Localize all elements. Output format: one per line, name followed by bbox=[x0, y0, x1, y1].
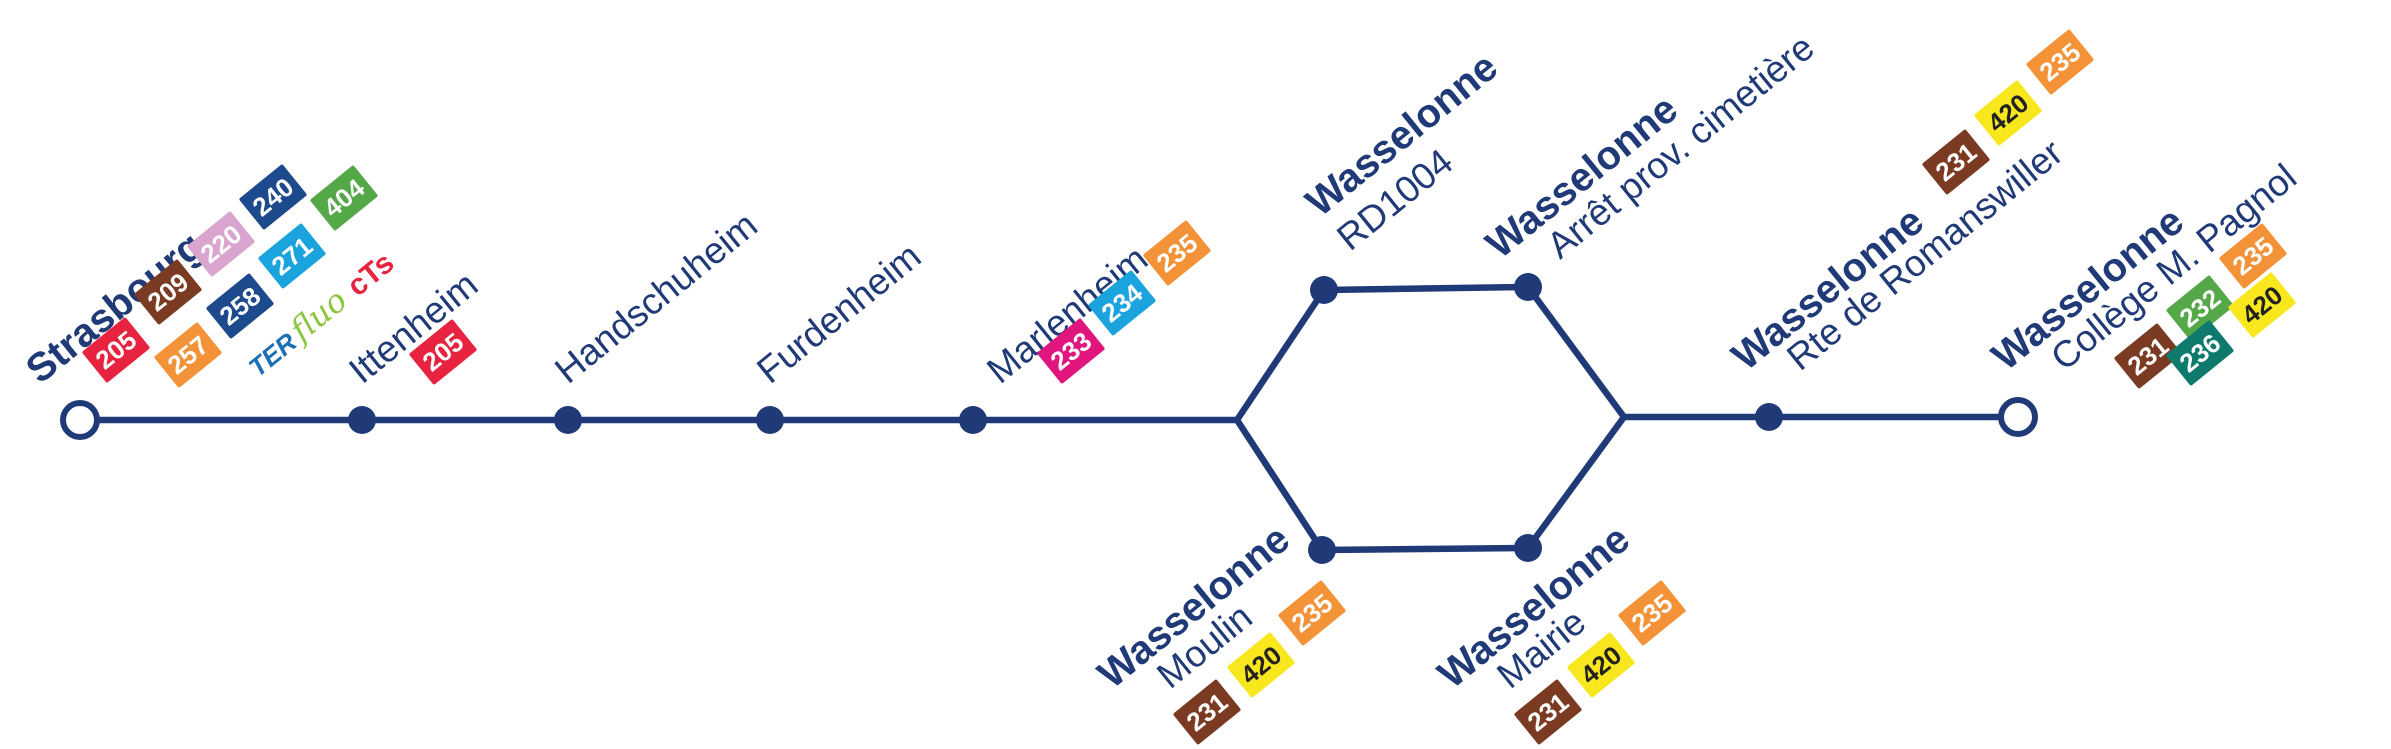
badge-line-235-mairie[interactable]: 235 bbox=[1618, 580, 1687, 646]
stop-label-place-furdenheim: Furdenheim bbox=[749, 235, 928, 391]
badge-line-236-college[interactable]: 236 bbox=[2166, 320, 2235, 386]
terminus-strasbourg[interactable] bbox=[60, 400, 100, 440]
badge-bg bbox=[409, 319, 477, 385]
badge-line-240-strasbourg[interactable]: 240 bbox=[239, 164, 308, 230]
stop-ittenheim[interactable] bbox=[348, 406, 376, 434]
stop-cimetiere[interactable] bbox=[1514, 273, 1542, 301]
stop-mairie[interactable] bbox=[1514, 534, 1542, 562]
badge-bg bbox=[1922, 129, 1990, 195]
badge-bg bbox=[310, 165, 378, 231]
badge-line-258-strasbourg[interactable]: 258 bbox=[206, 273, 275, 339]
badge-bg bbox=[1278, 580, 1346, 646]
stop-furdenheim[interactable] bbox=[756, 406, 784, 434]
badge-bg bbox=[154, 322, 222, 388]
badge-bg bbox=[258, 223, 326, 289]
badge-line-420-romanswiller[interactable]: 420 bbox=[1974, 80, 2043, 146]
badge-line-271-strasbourg[interactable]: 271 bbox=[258, 223, 327, 289]
badge-bg bbox=[134, 259, 202, 325]
badge-line-404-strasbourg[interactable]: 404 bbox=[310, 165, 379, 231]
cts-logo: cTs bbox=[341, 246, 400, 303]
badge-line-257-strasbourg[interactable]: 257 bbox=[154, 322, 223, 388]
badge-bg bbox=[1143, 220, 1211, 286]
ter-logo: TER bbox=[243, 326, 302, 382]
badge-bg bbox=[2114, 323, 2182, 389]
stop-label-place-cimetiere: Arrêt prov. cimetière bbox=[1539, 26, 1822, 266]
badge-line-231-romanswiller[interactable]: 231 bbox=[1922, 129, 1991, 195]
stop-handschuheim[interactable] bbox=[554, 406, 582, 434]
badge-bg bbox=[239, 164, 307, 230]
route-branch-south bbox=[1233, 413, 1628, 554]
badge-bg bbox=[187, 211, 255, 277]
badge-bg bbox=[82, 317, 150, 383]
badge-bg bbox=[1227, 632, 1295, 698]
badge-line-235-moulin[interactable]: 235 bbox=[1278, 580, 1347, 646]
badge-line-220-strasbourg[interactable]: 220 bbox=[187, 211, 256, 277]
stop-romanswiller[interactable] bbox=[1755, 403, 1783, 431]
badge-bg bbox=[1618, 580, 1686, 646]
badge-bg bbox=[206, 273, 274, 339]
route-lines bbox=[76, 283, 2022, 554]
badge-bg bbox=[1088, 270, 1156, 336]
badge-bg bbox=[2026, 29, 2094, 95]
badge-bg bbox=[1567, 632, 1635, 698]
stop-label-place-handschuheim: Handschuheim bbox=[547, 204, 765, 391]
badge-bg bbox=[2228, 272, 2296, 338]
stop-moulin[interactable] bbox=[1308, 536, 1336, 564]
badge-bg bbox=[1514, 679, 1582, 745]
badge-bg bbox=[2166, 275, 2234, 341]
badge-line-235-marlenheim[interactable]: 235 bbox=[1143, 220, 1212, 286]
badge-line-235-romanswiller[interactable]: 235 bbox=[2026, 29, 2095, 95]
stop-markers bbox=[60, 273, 2038, 564]
stop-rd1004[interactable] bbox=[1310, 276, 1338, 304]
route-branch-north bbox=[1233, 283, 1628, 424]
badge-bg bbox=[2166, 320, 2234, 386]
badge-bg bbox=[1173, 679, 1241, 745]
stop-marlenheim[interactable] bbox=[959, 406, 987, 434]
badge-bg bbox=[1037, 318, 1105, 384]
badge-bg bbox=[1974, 80, 2042, 146]
terminus-college[interactable] bbox=[1998, 397, 2038, 437]
badge-bg bbox=[2219, 223, 2287, 289]
badge-line-231-college[interactable]: 231 bbox=[2114, 323, 2183, 389]
